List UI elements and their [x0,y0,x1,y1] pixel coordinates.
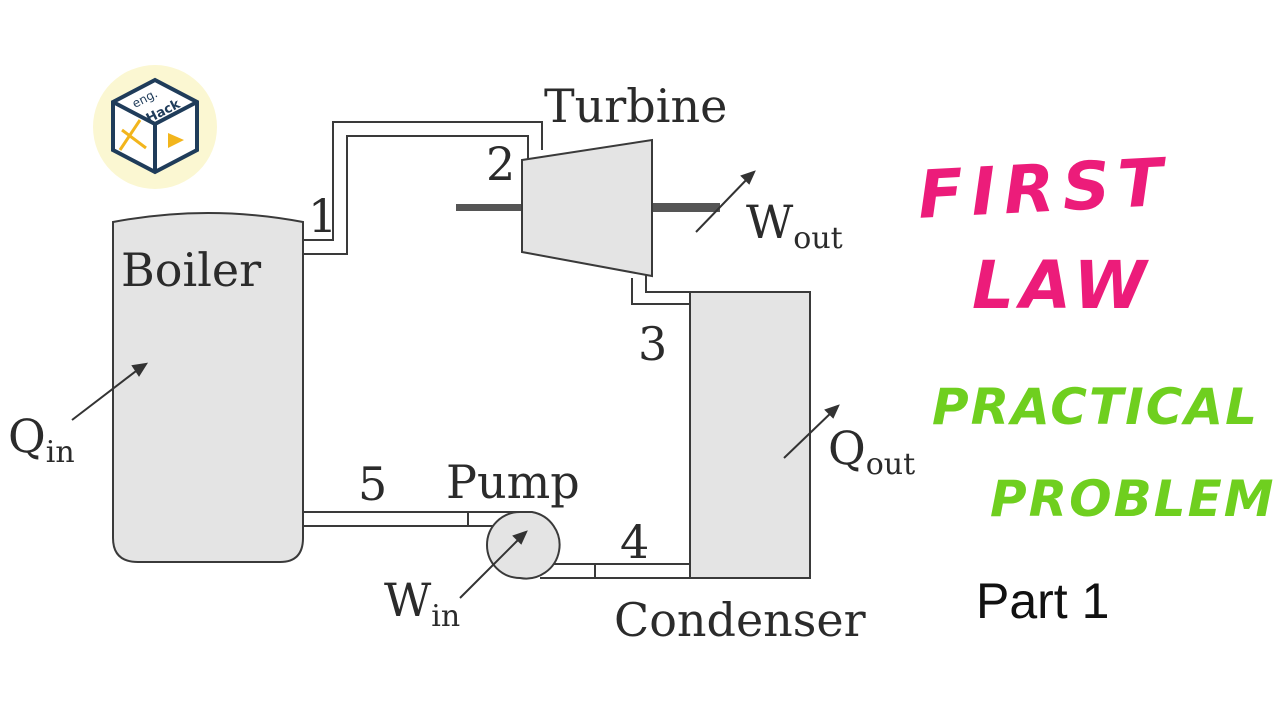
pump-label: Pump [446,455,580,509]
w-out-label: Wout [746,195,843,256]
cube-logo-icon: eng. Hack [93,65,217,189]
state-5-label: 5 [358,457,387,511]
state-4-label: 4 [620,515,649,569]
w-in-label: Win [384,573,460,634]
q-out-label: Qout [828,421,915,482]
pipe-3 [631,270,690,305]
boiler-label: Boiler [121,243,261,297]
part-label: Part 1 [976,573,1109,629]
q-out-sub: out [866,447,915,482]
state-1-label: 1 [308,189,337,243]
w-out-sub: out [793,221,842,256]
w-in-main: W [384,573,432,627]
boiler-shape [112,212,304,563]
headline-first: FIRST [916,144,1173,234]
state-2-label: 2 [486,137,515,191]
turbine-label: Turbine [544,79,727,133]
headline-problem: PROBLEM [990,470,1276,528]
pipe-5 [303,511,520,527]
state-3-label: 3 [638,317,667,371]
headline-law: LAW [972,247,1152,324]
energy-arrows [71,170,840,599]
headline-practical: PRACTICAL [932,378,1259,436]
pipe-1-2 [303,121,543,255]
pump-shape [486,511,561,580]
w-out-main: W [746,195,794,249]
turbine-shaft [456,203,720,212]
q-in-sub: in [46,435,75,470]
turbine-shape [521,138,653,278]
pipe-4 [540,563,690,579]
condenser-shape [689,291,811,579]
w-in-sub: in [431,599,460,634]
condenser-label: Condenser [614,593,866,647]
q-in-label: Qin [8,409,75,470]
q-out-main: Q [828,421,866,475]
q-in-main: Q [8,409,46,463]
